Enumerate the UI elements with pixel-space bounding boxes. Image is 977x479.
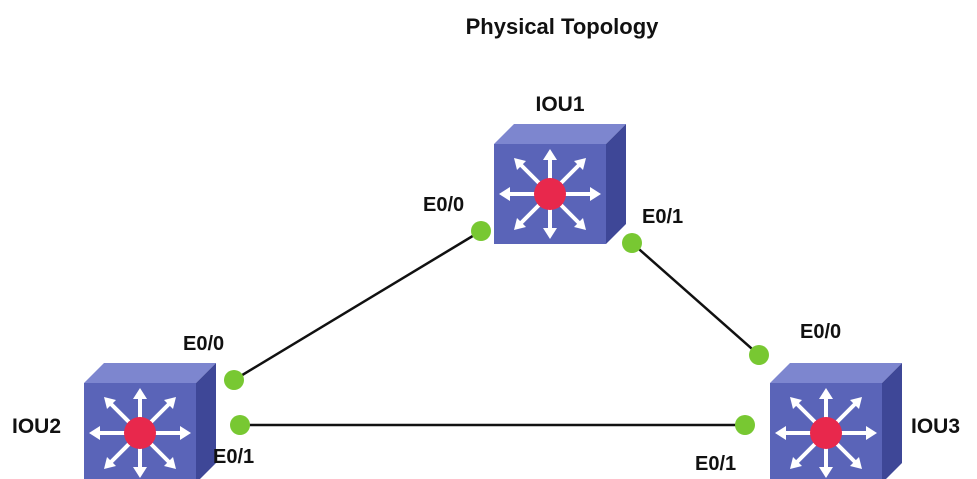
layer3-switch-icon	[82, 361, 218, 479]
port-dot-iou2-e0-0[interactable]	[224, 370, 244, 390]
device-iou1[interactable]	[492, 122, 628, 246]
port-dot-iou3-e0-1[interactable]	[735, 415, 755, 435]
link-iou1-iou2	[233, 229, 482, 382]
port-label-iou1-e0-1: E0/1	[642, 206, 683, 228]
layer3-switch-icon	[492, 122, 628, 246]
layer3-switch-icon	[768, 361, 904, 479]
port-label-iou1-e0-0: E0/0	[423, 194, 464, 216]
port-dot-iou1-e0-0[interactable]	[471, 221, 491, 241]
diagram-title: Physical Topology	[466, 14, 660, 39]
device-label-iou1: IOU1	[535, 93, 584, 116]
port-label-iou2-e0-0: E0/0	[183, 333, 224, 355]
port-dot-iou1-e0-1[interactable]	[622, 233, 642, 253]
device-iou3[interactable]	[768, 361, 904, 479]
device-iou2[interactable]	[82, 361, 218, 479]
port-label-iou2-e0-1: E0/1	[213, 446, 254, 468]
link-iou1-iou3	[631, 242, 760, 356]
device-label-iou2: IOU2	[12, 415, 61, 438]
port-label-iou3-e0-0: E0/0	[800, 321, 841, 343]
port-dot-iou2-e0-1[interactable]	[230, 415, 250, 435]
port-dot-iou3-e0-0[interactable]	[749, 345, 769, 365]
port-label-iou3-e0-1: E0/1	[695, 453, 736, 475]
device-label-iou3: IOU3	[911, 415, 960, 438]
